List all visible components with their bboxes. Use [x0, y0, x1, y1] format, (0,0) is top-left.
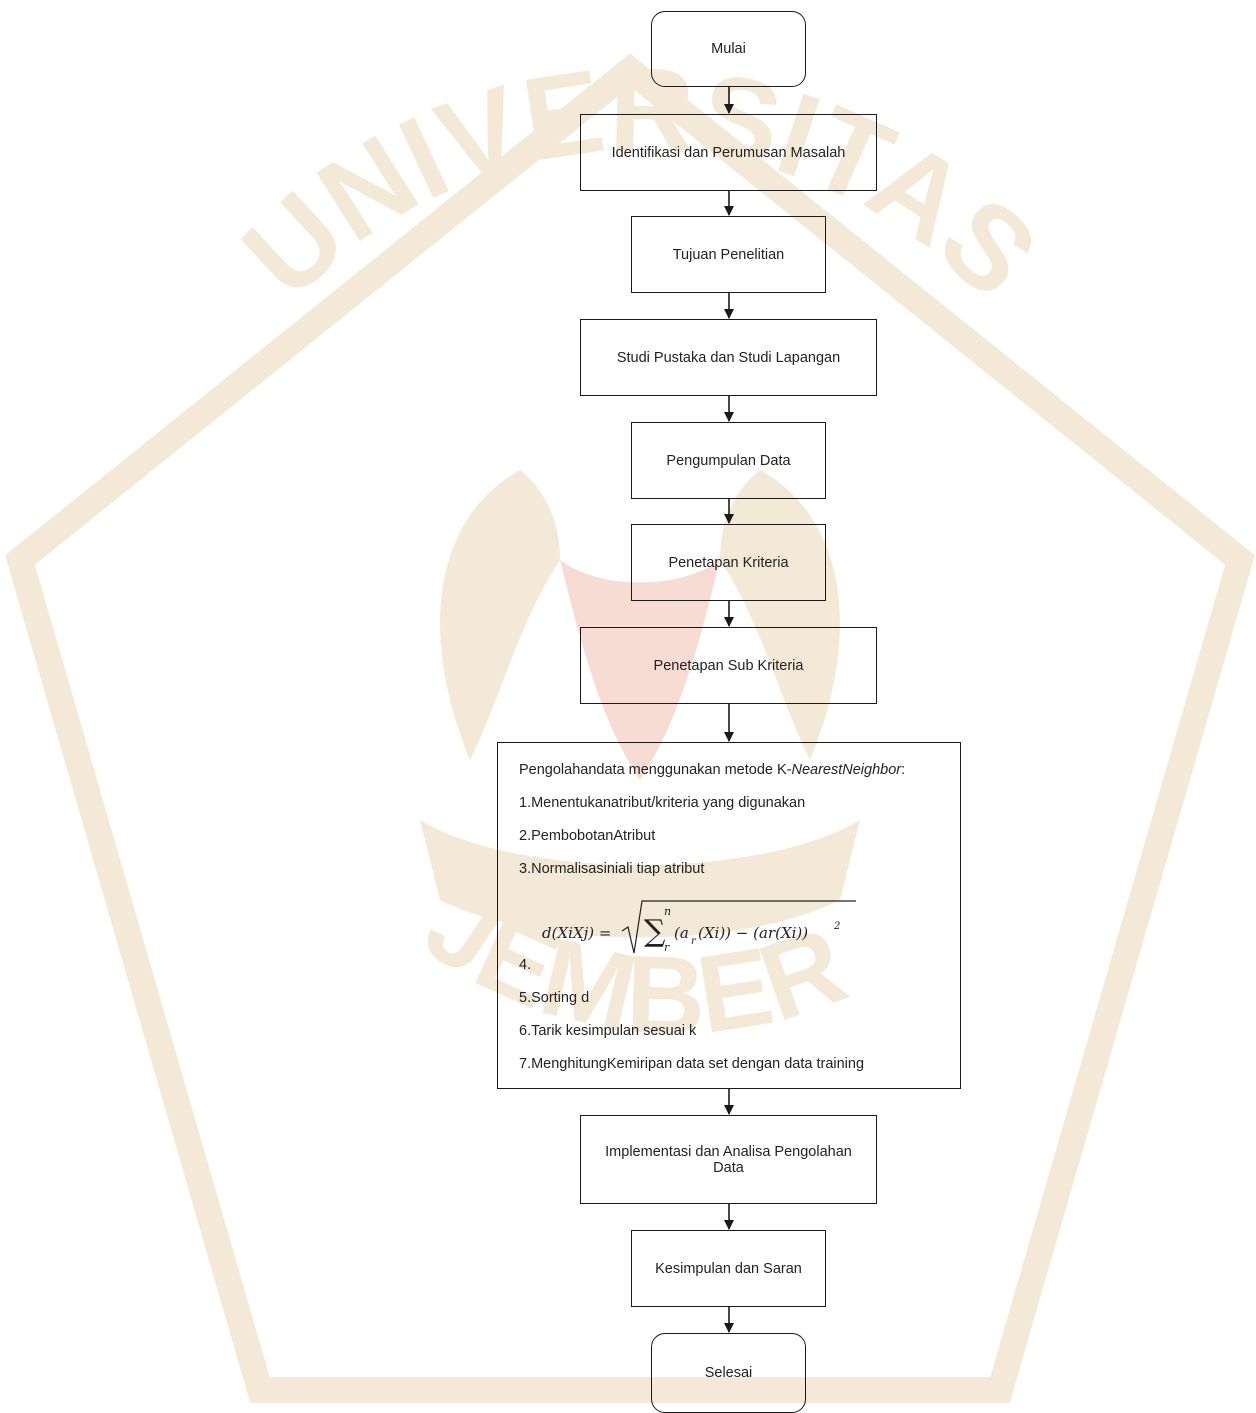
step-criteria: Penetapan Kriteria: [631, 524, 826, 601]
watermark-emblem: [5, 53, 1255, 1403]
step-conclusion: Kesimpulan dan Saran: [631, 1230, 826, 1307]
step-data-collection: Pengumpulan Data: [631, 422, 826, 499]
process-step-3: 3.Normalisasiniali tiap atribut: [519, 861, 705, 877]
formula-term-1: (a: [674, 924, 689, 942]
formula-lhs: d(XiXj) =: [542, 924, 611, 942]
step-sub-criteria-label: Penetapan Sub Kriteria: [653, 657, 804, 674]
formula-sum-upper: n: [664, 905, 671, 918]
step-implementation-analysis-label: Implementasi dan Analisa Pengolahan Data: [605, 1143, 852, 1176]
process-heading-method: NearestNeighbor: [791, 762, 902, 778]
start-terminal: Mulai: [651, 11, 806, 87]
step-knn-processing: Pengolahandata menggunakan metode K-Near…: [497, 742, 961, 1089]
process-step-1: 1.Menentukanatribut/kriteria yang diguna…: [519, 795, 806, 811]
process-step-2: 2.PembobotanAtribut: [519, 828, 656, 844]
formula-term-1-sub: r: [691, 936, 697, 947]
process-step-5: 5.Sorting d: [519, 990, 590, 1006]
step-literature-field-study-label: Studi Pustaka dan Studi Lapangan: [616, 349, 841, 366]
step-conclusion-label: Kesimpulan dan Saran: [655, 1260, 802, 1277]
formula-sum-lower: r: [664, 941, 670, 954]
formula-sigma: ∑: [644, 914, 666, 949]
process-step-7: 7.MenghitungKemiripan data set dengan da…: [519, 1056, 865, 1072]
process-step-4: 4.: [519, 957, 532, 973]
step-literature-field-study: Studi Pustaka dan Studi Lapangan: [580, 319, 877, 396]
formula-term-rest: (Xi)) − (ar(Xi)): [698, 924, 808, 942]
start-label: Mulai: [711, 41, 746, 57]
step-identification-label: Identifikasi dan Perumusan Masalah: [611, 144, 846, 161]
step-research-goal: Tujuan Penelitian: [631, 216, 826, 293]
step-criteria-label: Penetapan Kriteria: [668, 554, 789, 571]
step-data-collection-label: Pengumpulan Data: [666, 452, 791, 469]
formula-exponent: 2: [833, 921, 840, 932]
step-sub-criteria: Penetapan Sub Kriteria: [580, 627, 877, 704]
step-implementation-analysis: Implementasi dan Analisa Pengolahan Data: [580, 1115, 877, 1204]
end-terminal: Selesai: [651, 1333, 806, 1413]
process-heading-prefix: Pengolahandata menggunakan metode K-: [519, 762, 792, 778]
process-step-6: 6.Tarik kesimpulan sesuai k: [519, 1023, 697, 1039]
process-heading-suffix: :: [901, 762, 906, 778]
step-research-goal-label: Tujuan Penelitian: [672, 246, 785, 263]
step-identification: Identifikasi dan Perumusan Masalah: [580, 114, 877, 191]
end-label: Selesai: [704, 1365, 753, 1381]
formula-radical: [621, 900, 856, 954]
process-heading: Pengolahandata menggunakan metode K-Near…: [519, 762, 905, 778]
distance-formula: d(XiXj) = ∑ n r (a r (Xi)) − (ar(Xi)) 2: [542, 900, 856, 954]
